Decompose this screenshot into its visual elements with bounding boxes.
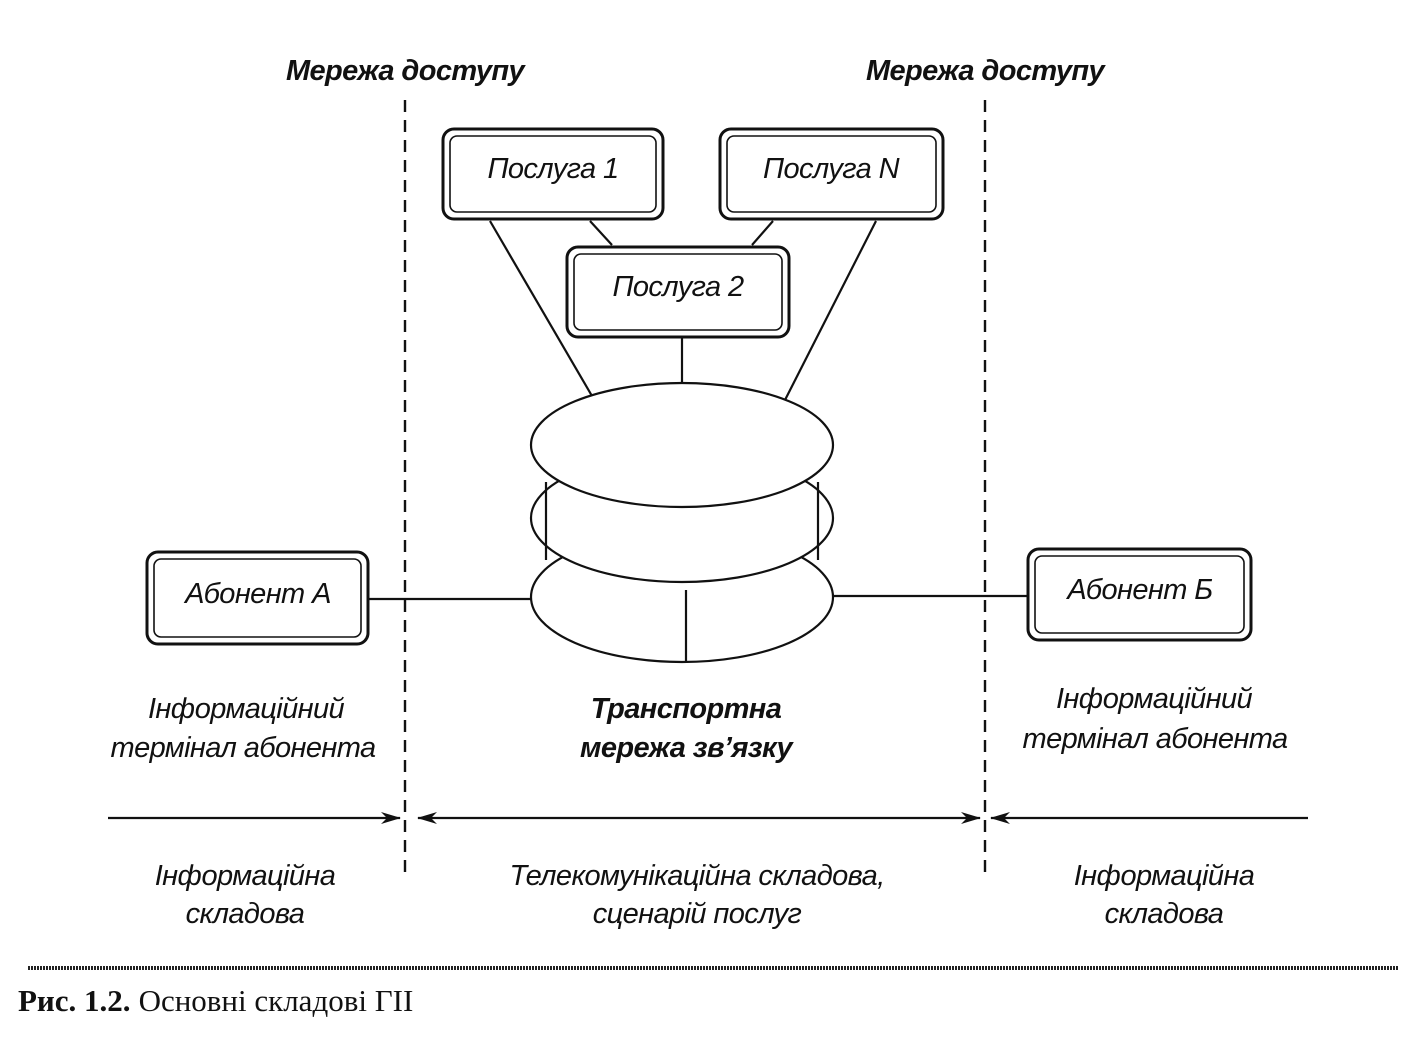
service-1-box: Послуга 1: [441, 127, 665, 221]
link-service1-service2: [589, 220, 613, 246]
subscriber-a-box: Абонент А: [145, 550, 370, 646]
figure-caption: Рис. 1.2.Основні складові ГІІ: [18, 983, 413, 1018]
network-disk-top: [529, 381, 835, 509]
info-component-right-line1: Інформаційна: [1074, 860, 1255, 892]
terminal-label-left-line2: термінал абонента: [111, 732, 376, 764]
access-network-label-right: Мережа доступу: [866, 55, 1107, 87]
info-component-left-line1: Інформаційна: [155, 860, 336, 892]
terminal-label-left-line1: Інформаційний: [148, 693, 345, 725]
service-1-label: Послуга 1: [487, 153, 618, 185]
terminal-label-right-line1: Інформаційний: [1056, 683, 1253, 715]
telecom-component-line1: Телекомунікаційна складова,: [509, 860, 884, 892]
transport-network-stack: [529, 381, 835, 664]
service-2-box: Послуга 2: [565, 245, 791, 339]
terminal-label-right-line2: термінал абонента: [1023, 723, 1288, 755]
figure-number: Рис. 1.2.: [18, 983, 131, 1018]
transport-network-label-line2: мережа зв’язку: [580, 732, 794, 764]
subscriber-b-label: Абонент Б: [1065, 574, 1212, 606]
info-component-left-line2: складова: [186, 898, 305, 930]
telecom-component-line2: сценарій послуг: [593, 898, 802, 930]
access-network-label-left: Мережа доступу: [286, 55, 527, 87]
subscriber-b-box: Абонент Б: [1026, 547, 1253, 642]
info-component-right-line2: складова: [1105, 898, 1224, 930]
transport-network-label-line1: Транспортна: [591, 693, 782, 725]
service-2-label: Послуга 2: [612, 271, 744, 303]
link-service1-network: [489, 220, 593, 397]
service-n-label: Послуга N: [763, 153, 900, 185]
subscriber-a-label: Абонент А: [183, 578, 331, 610]
link-serviceN-service2: [751, 220, 774, 246]
link-serviceN-network: [784, 220, 877, 401]
figure-title: Основні складові ГІІ: [139, 983, 414, 1018]
service-n-box: Послуга N: [718, 127, 945, 221]
